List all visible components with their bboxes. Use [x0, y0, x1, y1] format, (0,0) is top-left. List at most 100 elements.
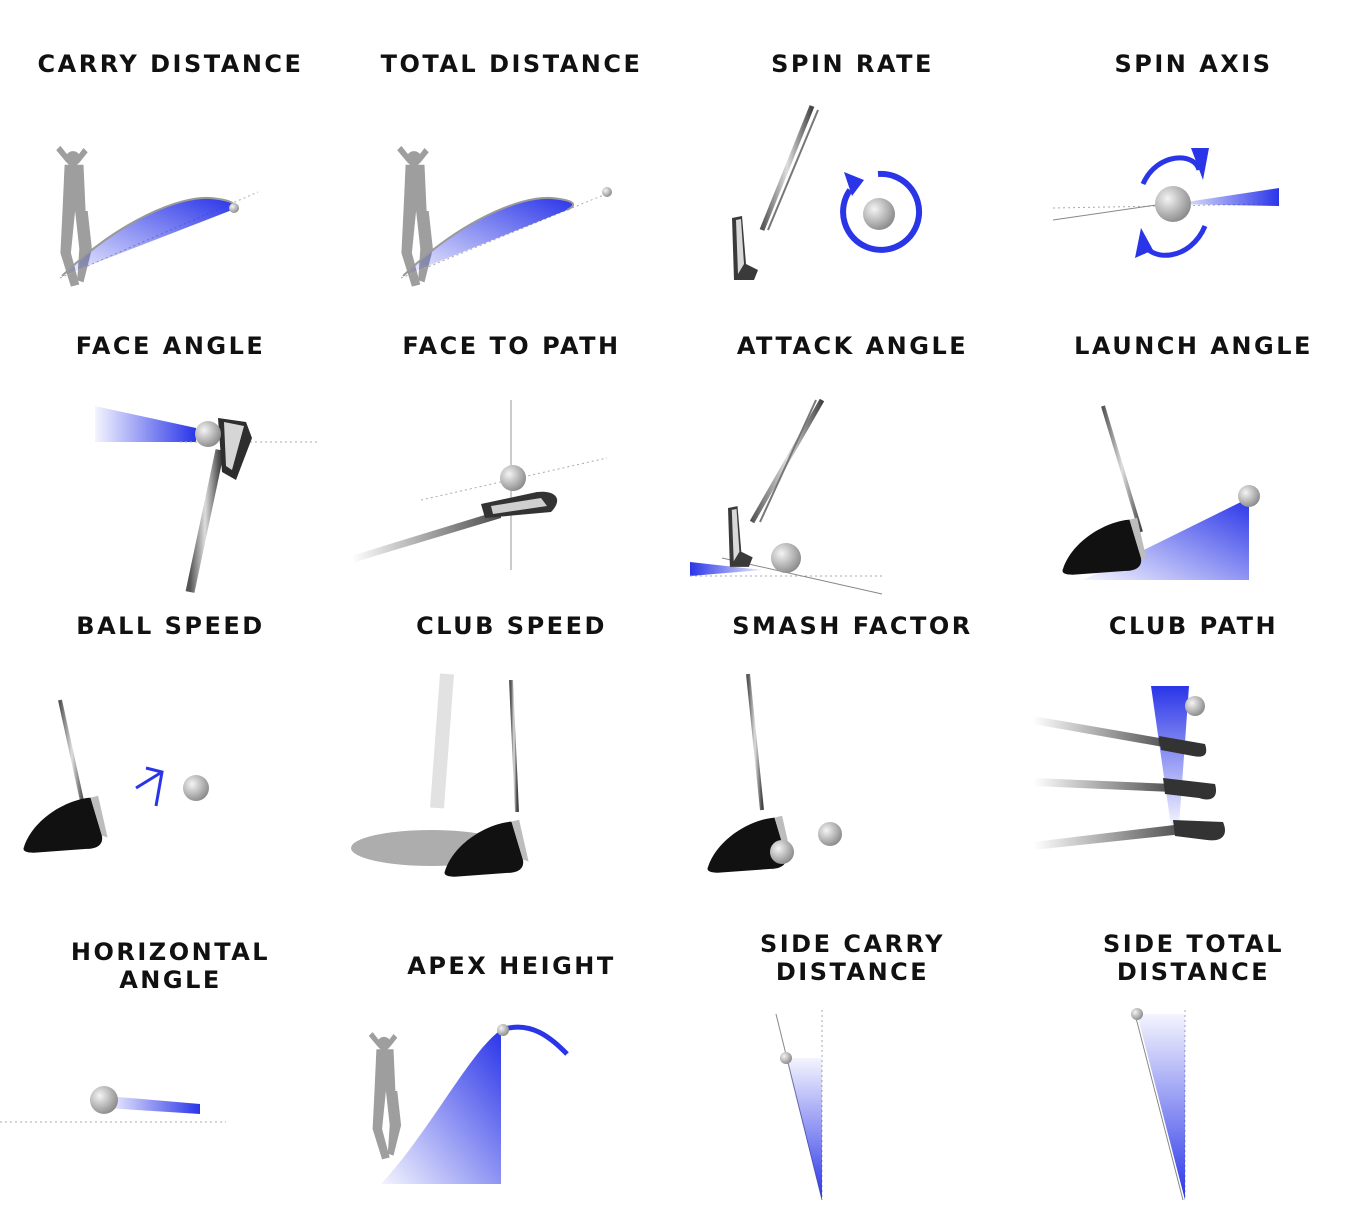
side-carry-distance-icon — [682, 990, 1023, 1210]
launch-angle-icon — [1023, 380, 1364, 600]
apex-height-icon-svg — [368, 1024, 569, 1184]
speed-chevron-icon — [135, 766, 164, 807]
metric-title-line: CLUB PATH — [1108, 612, 1279, 640]
side-total-distance-icon-svg — [1131, 1008, 1186, 1201]
spin-axis-icon — [1023, 100, 1364, 320]
metric-title: CARRY DISTANCE — [0, 50, 341, 78]
metric-title-line: CLUB SPEED — [416, 612, 607, 640]
face-to-path-icon — [341, 380, 682, 600]
path-wedge-icon — [1151, 686, 1189, 826]
side-total-distance-icon — [1023, 990, 1364, 1210]
axis-wedge-icon — [1173, 188, 1279, 206]
metric-title: SPIN AXIS — [1023, 50, 1364, 78]
golf-ball-icon — [1155, 186, 1191, 222]
club-path-icon — [1023, 660, 1364, 880]
horiz-wedge-icon — [106, 1096, 200, 1114]
face-angle-icon — [0, 380, 341, 600]
metric-title-line: SIDE TOTAL — [1102, 930, 1285, 958]
golf-ball-icon — [90, 1086, 118, 1114]
apex-area-icon — [381, 1030, 501, 1184]
spin-rate-icon — [682, 100, 1023, 320]
club-path-icon-svg — [1033, 686, 1226, 850]
side-wedge-icon — [1137, 1014, 1185, 1200]
attack-angle-icon — [682, 380, 1023, 600]
golf-ball-icon — [183, 775, 209, 801]
face-wedge-icon — [95, 406, 196, 442]
metric-title: FACE TO PATH — [341, 332, 682, 360]
attack-angle-icon-svg — [690, 398, 883, 595]
metric-title-line: SIDE CARRY — [759, 930, 946, 958]
iron-head-icon — [728, 506, 753, 567]
metric-title-line: SPIN RATE — [771, 50, 934, 78]
metric-title-line: ATTACK ANGLE — [736, 332, 969, 360]
face-to-path-icon-svg — [351, 400, 608, 570]
side-wedge-icon — [786, 1058, 822, 1200]
iron-head-icon — [732, 216, 758, 280]
spin-axis-icon-svg — [1052, 148, 1279, 258]
club-speed-icon-svg — [351, 673, 529, 877]
golf-ball-icon — [1238, 485, 1260, 507]
golf-ball-icon — [1131, 1008, 1143, 1020]
golf-ball-icon — [195, 421, 221, 447]
metric-title-line: APEX HEIGHT — [407, 952, 616, 980]
golf-ball-icon — [229, 203, 239, 213]
carry-distance-icon — [0, 100, 341, 320]
golf-ball-icon — [497, 1024, 509, 1036]
metric-title: BALL SPEED — [0, 612, 341, 640]
golf-ball-icon — [602, 187, 612, 197]
metric-title: SPIN RATE — [682, 50, 1023, 78]
golf-ball-icon — [500, 465, 526, 491]
metric-title-line: FACE TO PATH — [402, 332, 621, 360]
ball-speed-icon — [0, 660, 341, 880]
face-angle-icon-svg — [95, 406, 320, 593]
apex-height-icon — [341, 990, 682, 1210]
metric-title-line: HORIZONTAL — [70, 938, 271, 966]
spin-rate-icon-svg — [732, 105, 923, 280]
total-distance-icon-svg — [397, 145, 612, 287]
metric-title-line: DISTANCE — [775, 958, 930, 986]
total-distance-icon — [341, 100, 682, 320]
metric-title-line: ANGLE — [119, 966, 222, 994]
metric-title-line: BALL SPEED — [76, 612, 265, 640]
golf-ball-icon — [780, 1052, 792, 1064]
driver-head-icon — [444, 819, 529, 877]
metric-title: FACE ANGLE — [0, 332, 341, 360]
launch-angle-icon-svg — [1062, 405, 1260, 580]
metric-title: CLUB PATH — [1023, 612, 1364, 640]
flight-area-icon — [62, 197, 235, 276]
golf-ball-icon — [863, 198, 895, 230]
smash-factor-icon — [682, 660, 1023, 880]
metric-title-line: DISTANCE — [1116, 958, 1271, 986]
golf-ball-icon — [818, 822, 842, 846]
flight-area-icon — [403, 197, 574, 276]
club-speed-icon — [341, 660, 682, 880]
golf-ball-icon — [770, 840, 794, 864]
horizontal-angle-icon-svg — [0, 1086, 226, 1123]
driver-head-icon — [23, 795, 108, 853]
attack-wedge-icon — [690, 562, 762, 576]
ball-speed-icon-svg — [23, 699, 209, 853]
metric-title: CLUB SPEED — [341, 612, 682, 640]
golf-ball-icon — [1185, 696, 1205, 716]
metric-title: TOTAL DISTANCE — [341, 50, 682, 78]
metric-title: APEX HEIGHT — [341, 952, 682, 980]
carry-distance-icon-svg — [56, 145, 259, 287]
driver-head-icon — [1062, 517, 1147, 575]
horizontal-angle-icon — [0, 990, 341, 1210]
spin-arrow-icon — [840, 170, 923, 253]
metric-title: LAUNCH ANGLE — [1023, 332, 1364, 360]
metric-title-line: FACE ANGLE — [75, 332, 266, 360]
spin-arrow-icon — [1140, 155, 1202, 186]
metric-title-line: LAUNCH ANGLE — [1074, 332, 1313, 360]
smash-factor-icon-svg — [707, 673, 842, 873]
side-carry-distance-icon-svg — [775, 1010, 823, 1201]
metric-title-line: SPIN AXIS — [1114, 50, 1273, 78]
golfer-icon — [368, 1032, 402, 1160]
metric-title-line: TOTAL DISTANCE — [380, 50, 643, 78]
metric-title: SMASH FACTOR — [682, 612, 1023, 640]
metric-title-line: CARRY DISTANCE — [37, 50, 304, 78]
golf-ball-icon — [771, 543, 801, 573]
